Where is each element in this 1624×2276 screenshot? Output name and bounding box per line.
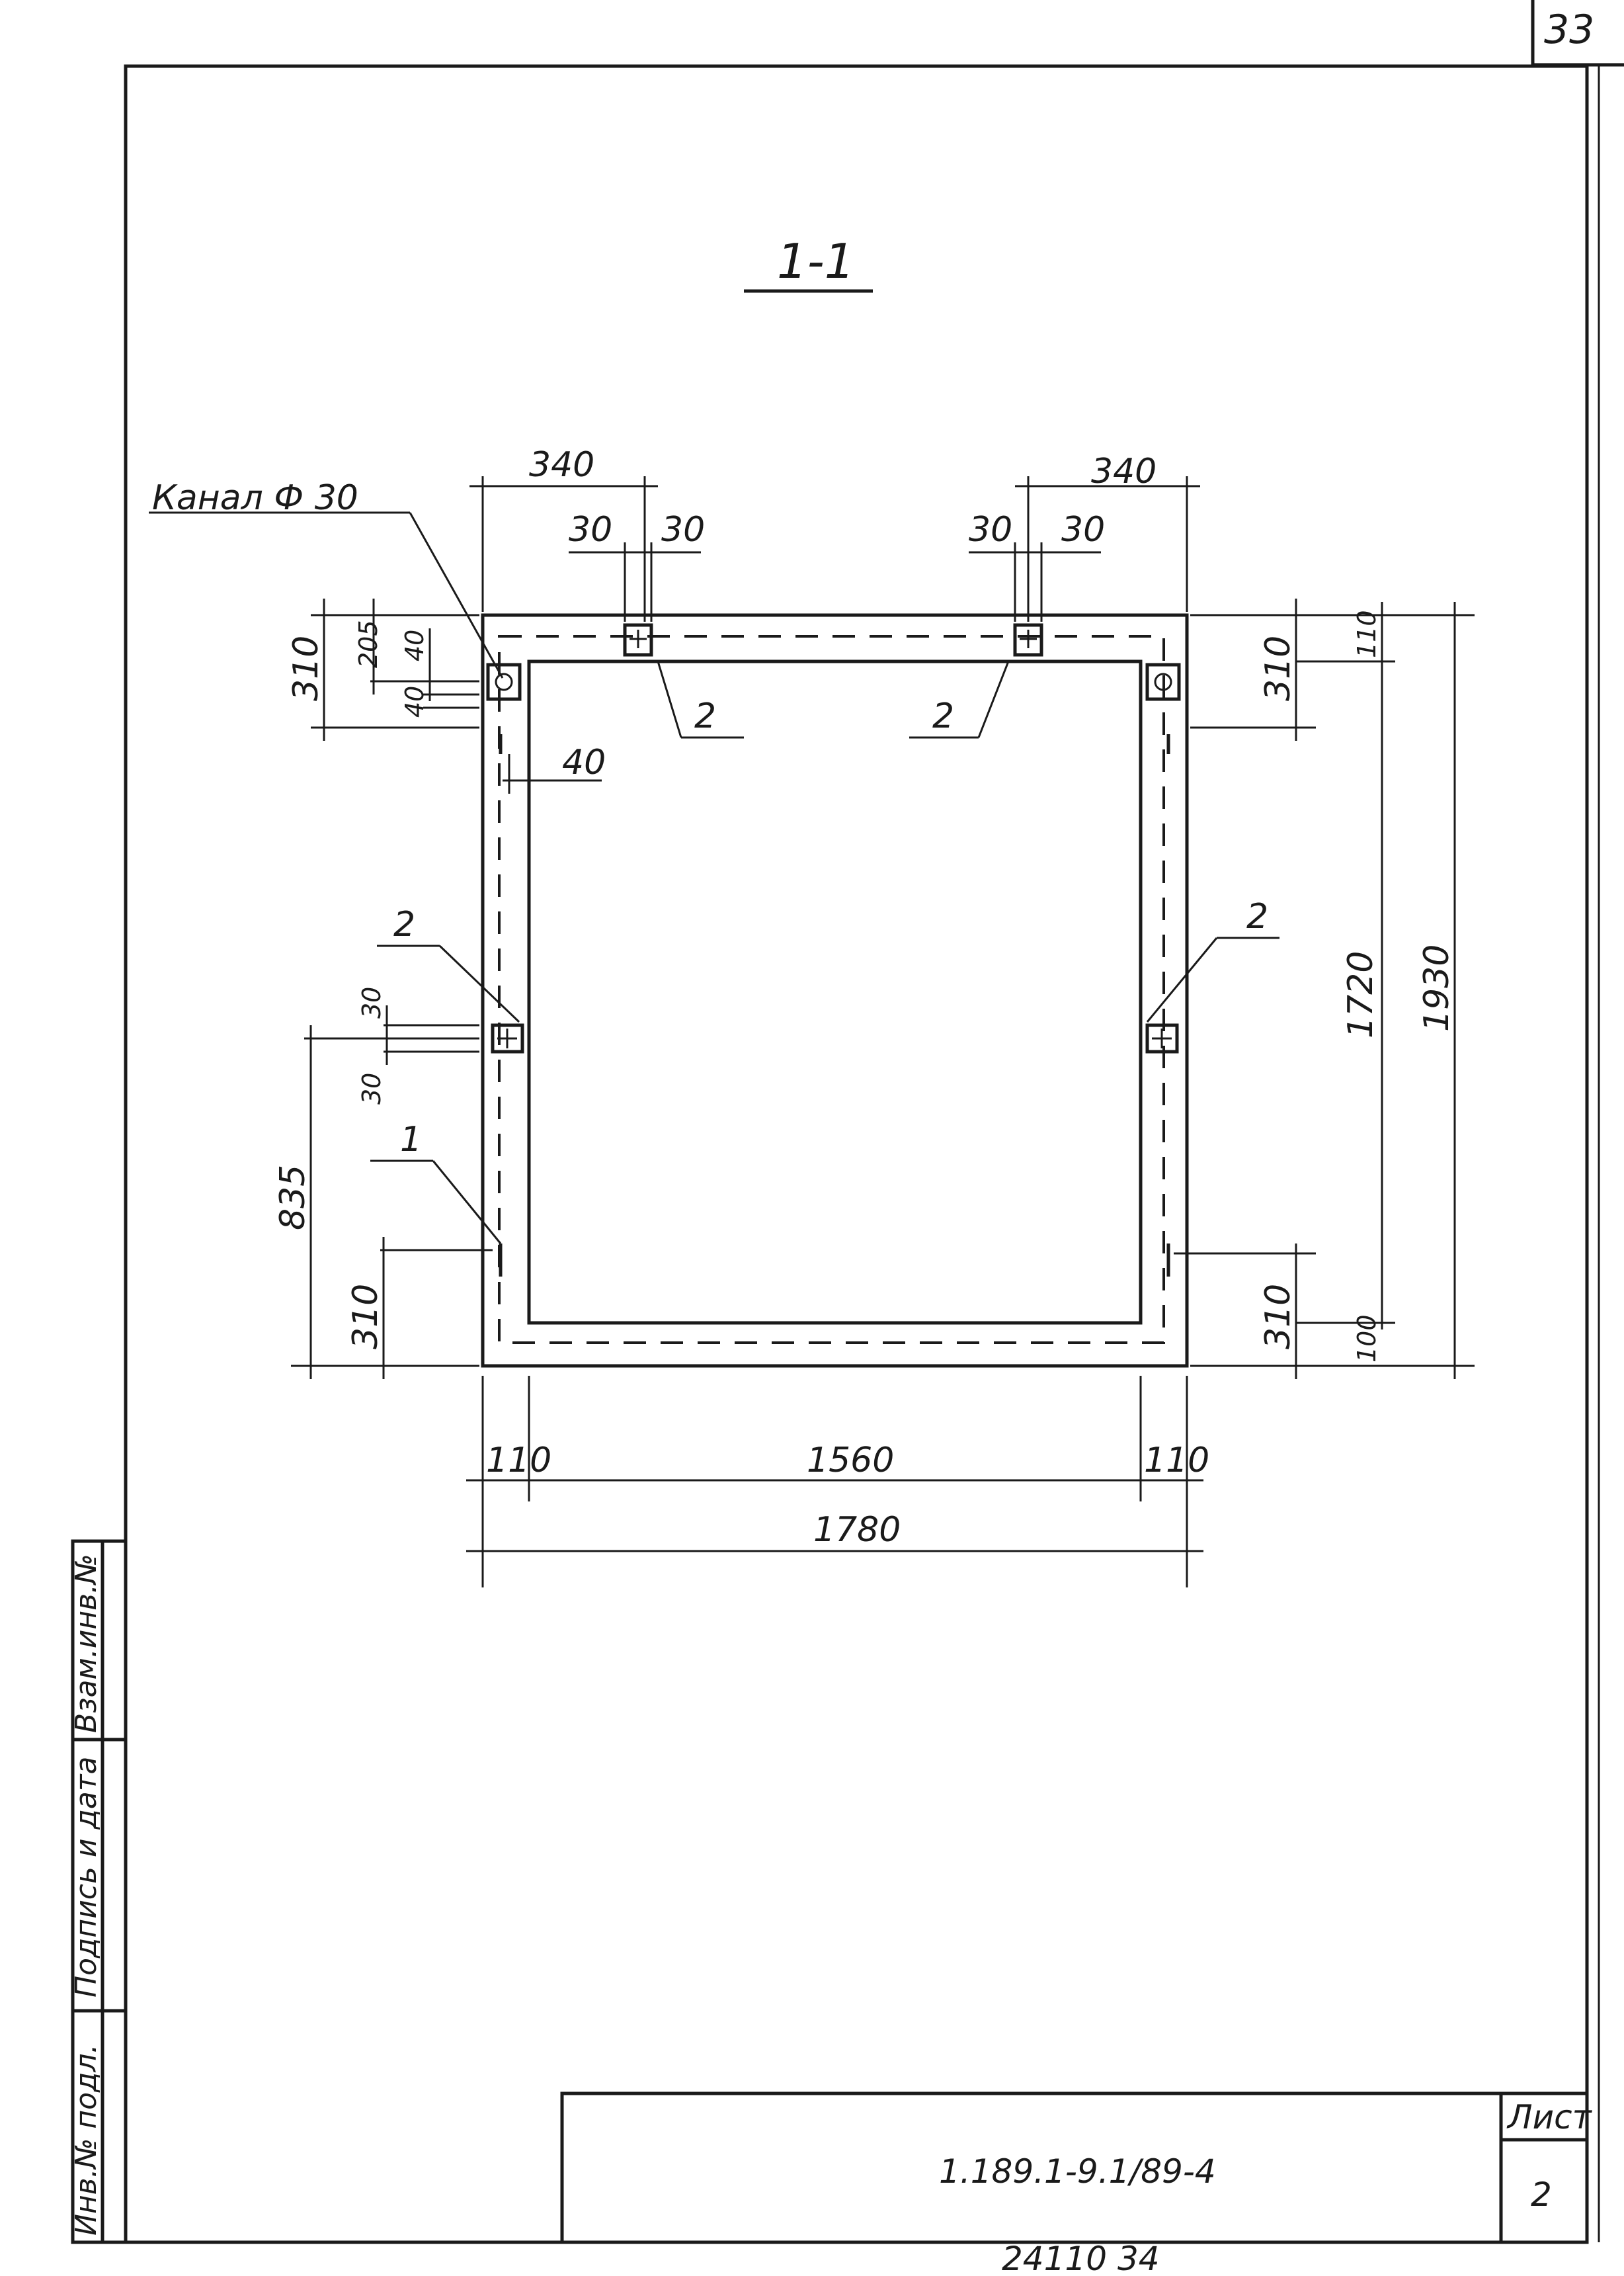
dim-bottom-110-left: 110 bbox=[486, 1441, 551, 1480]
drawing-code: 1.189.1-9.1/89-4 bbox=[939, 2152, 1216, 2191]
dim-right-100: 100 bbox=[1352, 1314, 1381, 1363]
dim-left-835: 835 bbox=[273, 1165, 313, 1230]
side-stamp-cell-sign: Подпись и дата bbox=[69, 1757, 103, 1998]
corner-number-box: 33 bbox=[1531, 0, 1624, 67]
embedded-part-right bbox=[1145, 1023, 1179, 1054]
dim-left-30a: 30 bbox=[357, 987, 386, 1019]
embedded-part-left bbox=[491, 1023, 524, 1054]
reinforcement-line bbox=[498, 635, 1165, 1344]
section-title-text: 1-1 bbox=[777, 233, 855, 289]
dim-top-left-30b: 30 bbox=[661, 510, 705, 550]
channel-left-hole bbox=[495, 673, 513, 691]
channel-label: Канал Ф 30 bbox=[152, 478, 358, 518]
dim-bottom-1560: 1560 bbox=[807, 1441, 894, 1480]
sheet-label: Лист bbox=[1506, 2098, 1593, 2136]
dim-top-right-30b: 30 bbox=[1061, 510, 1105, 550]
dim-right-110: 110 bbox=[1352, 610, 1381, 658]
dim-right-1930: 1930 bbox=[1417, 945, 1457, 1032]
sheet-frame bbox=[124, 64, 1589, 2244]
embedded-part-top-right bbox=[1013, 623, 1043, 657]
embedded-part-top-left bbox=[623, 623, 653, 657]
corner-number: 33 bbox=[1544, 7, 1594, 53]
dim-left-40c: 40 bbox=[562, 743, 606, 782]
top-dimensions: 340 30 30 340 30 30 bbox=[469, 445, 1200, 622]
callout-2-top-left: 2 bbox=[694, 696, 716, 736]
title-block: 1.189.1-9.1/89-4 Лист 2 bbox=[560, 2091, 1593, 2244]
channel-callout: Канал Ф 30 bbox=[149, 478, 504, 679]
dim-bottom-1780: 1780 bbox=[813, 1510, 901, 1550]
section-title: 1-1 bbox=[744, 233, 873, 293]
side-stamp: Инв.№ подл. Подпись и дата Взам.инв.№ bbox=[69, 1539, 128, 2244]
title-block-box bbox=[560, 2091, 1589, 2244]
dim-top-right-340: 340 bbox=[1091, 452, 1157, 491]
bottom-dimensions: 110 1560 110 1780 bbox=[466, 1376, 1209, 1587]
dim-top-left-30a: 30 bbox=[569, 510, 612, 550]
callout-2-top-right: 2 bbox=[932, 696, 954, 736]
dim-left-30b: 30 bbox=[357, 1073, 386, 1105]
plan-view bbox=[481, 613, 1189, 1368]
dim-left-205: 205 bbox=[354, 620, 383, 668]
channel-right bbox=[1145, 663, 1181, 701]
outer-wall bbox=[481, 613, 1189, 1368]
callout-1: 1 bbox=[400, 1120, 422, 1159]
dim-left-310-bottom: 310 bbox=[346, 1284, 386, 1349]
callouts: 2 2 2 2 1 bbox=[370, 661, 1279, 1244]
side-stamp-cell-replace: Взам.инв.№ bbox=[69, 1554, 103, 1733]
dim-left-40a: 40 bbox=[400, 630, 429, 661]
callout-2-right: 2 bbox=[1246, 897, 1268, 937]
channel-left bbox=[486, 663, 522, 701]
archive-number: 24110 34 bbox=[1002, 2240, 1160, 2276]
dim-left-310-top: 310 bbox=[286, 636, 326, 701]
dim-bottom-110-right: 110 bbox=[1144, 1441, 1209, 1480]
dim-right-310-bottom: 310 bbox=[1258, 1284, 1298, 1349]
right-dimensions: 110 310 1720 1930 310 100 bbox=[1174, 599, 1475, 1379]
callout-2-left: 2 bbox=[393, 905, 415, 945]
dim-left-40b: 40 bbox=[400, 686, 429, 718]
left-dimensions: 310 205 40 40 40 30 30 835 310 bbox=[273, 599, 606, 1379]
side-stamp-box bbox=[71, 1539, 128, 2244]
dim-right-1720: 1720 bbox=[1341, 951, 1381, 1038]
side-stamp-cell-inv: Инв.№ подл. bbox=[69, 2044, 103, 2236]
channel-right-hole bbox=[1154, 673, 1172, 691]
dim-top-right-30a: 30 bbox=[969, 510, 1012, 550]
sheet-number: 2 bbox=[1531, 2175, 1552, 2214]
inner-opening bbox=[527, 659, 1143, 1325]
dim-right-310-top: 310 bbox=[1258, 636, 1298, 701]
dim-top-left-340: 340 bbox=[529, 445, 594, 485]
